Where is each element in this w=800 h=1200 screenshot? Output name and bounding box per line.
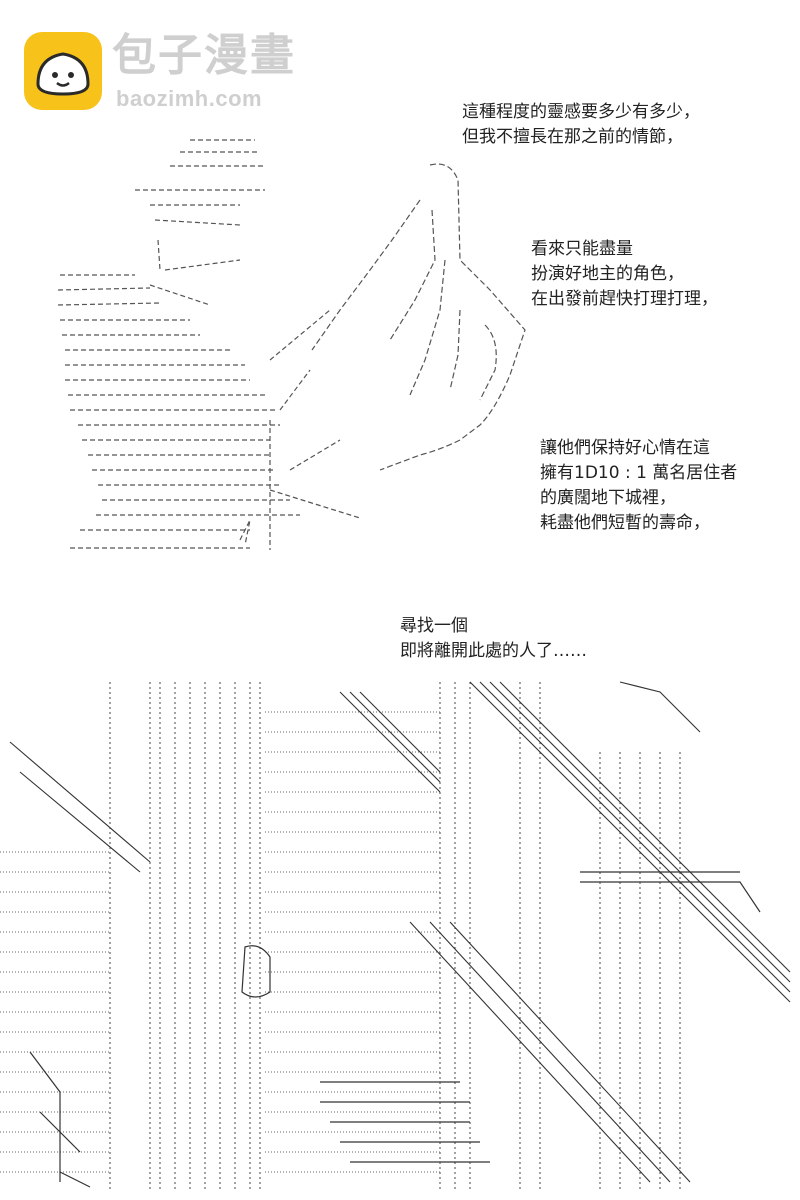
- narration-line: 擁有1D10 : 1 萬名居住者: [540, 463, 738, 483]
- narration-line: 讓他們保持好心情在這: [540, 438, 710, 458]
- narration-block-3: 讓他們保持好心情在這 擁有1D10 : 1 萬名居住者 的廣闊地下城裡， 耗盡他…: [540, 436, 737, 536]
- narration-line: 扮演好地主的角色，: [531, 264, 684, 284]
- site-logo: 包子漫畫 baozimh.com: [24, 32, 314, 116]
- narration-block-2: 看來只能盡量 扮演好地主的角色， 在出發前趕快打理打理，: [531, 237, 718, 312]
- city-street-scene-illustration: [0, 681, 791, 1192]
- bun-face-icon: [24, 32, 102, 110]
- narration-line: 看來只能盡量: [531, 239, 633, 259]
- narration-line: 耗盡他們短暫的壽命，: [540, 513, 710, 533]
- narration-line: 這種程度的靈感要多少有多少，: [462, 102, 700, 122]
- logo-title: 包子漫畫: [112, 30, 296, 81]
- narration-line: 即將離開此處的人了……: [400, 641, 587, 661]
- figure-reaching-hand-illustration: [57, 139, 526, 550]
- narration-line: 的廣闊地下城裡，: [540, 488, 676, 508]
- narration-line: 在出發前趕快打理打理，: [531, 289, 718, 309]
- narration-block-1: 這種程度的靈感要多少有多少， 但我不擅長在那之前的情節，: [462, 100, 700, 150]
- logo-subtitle: baozimh.com: [116, 86, 263, 111]
- narration-line: 但我不擅長在那之前的情節，: [462, 127, 683, 147]
- narration-block-4: 尋找一個 即將離開此處的人了……: [400, 614, 587, 664]
- narration-line: 尋找一個: [400, 616, 468, 636]
